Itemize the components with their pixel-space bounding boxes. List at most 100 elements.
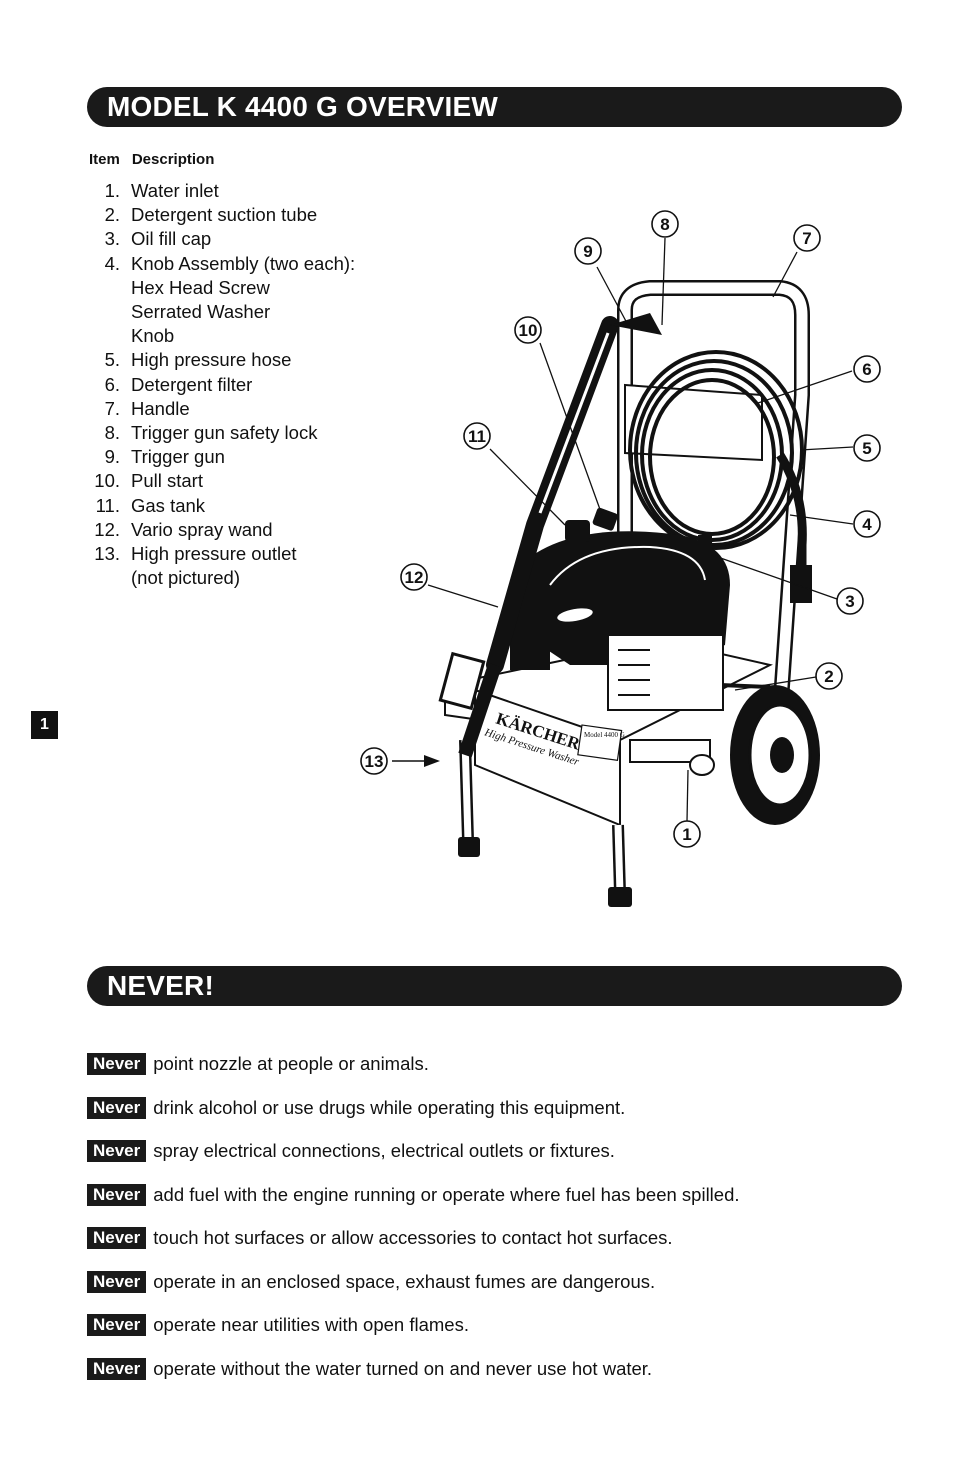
list-item: 8. Trigger gun safety lock <box>89 421 389 445</box>
item-number: 13. <box>94 543 120 565</box>
never-title: NEVER! <box>87 966 902 1006</box>
item-column-header: Item <box>89 151 120 168</box>
list-item: 13. High pressure outlet <box>89 542 389 566</box>
callout-number: 4 <box>862 515 872 534</box>
item-number: 12. <box>94 518 120 540</box>
never-tag: Never <box>87 1314 147 1336</box>
item-number: 10. <box>94 470 120 492</box>
item-number: 3. <box>104 228 120 250</box>
item-description: (not pictured) <box>131 567 240 589</box>
description-column-header: Description <box>131 151 215 168</box>
never-rule-text: operate in an enclosed space, exhaust fu… <box>153 1270 656 1292</box>
callout-4: 4 <box>853 510 881 538</box>
item-description: Knob Assembly (two each): <box>131 252 356 274</box>
item-description: Knob <box>131 325 175 347</box>
never-rule-text: point nozzle at people or animals. <box>153 1053 429 1074</box>
item-number <box>89 566 131 590</box>
callout-number: 12 <box>405 568 424 587</box>
item-number: 11. <box>95 494 120 516</box>
callout-7: 7 <box>793 224 821 252</box>
item-description: Serrated Washer <box>131 301 271 323</box>
never-rule: Never add fuel with the engine running or… <box>87 1183 740 1207</box>
list-item: Knob <box>89 324 389 348</box>
callout-number: 5 <box>862 439 871 458</box>
item-description: Water inlet <box>131 180 219 201</box>
item-number: 8. <box>104 422 120 444</box>
list-item: 7. Handle <box>89 397 389 421</box>
never-tag: Never <box>87 1096 147 1119</box>
never-rule: Never operate in an enclosed space, exhau… <box>87 1270 655 1294</box>
callout-1: 1 <box>673 820 701 848</box>
item-description: Handle <box>131 397 190 419</box>
column-headers: Item Description <box>89 151 226 168</box>
never-tag: Never <box>87 1270 147 1293</box>
callout-number: 7 <box>802 229 811 248</box>
list-item: 9. Trigger gun <box>89 445 389 469</box>
callout-number: 3 <box>845 592 854 611</box>
callout-6: 6 <box>853 355 881 383</box>
item-number <box>89 324 131 348</box>
page-number: 1 <box>31 711 58 739</box>
never-rule: Never touch hot surfaces or allow accesso… <box>87 1226 673 1250</box>
item-description: Hex Head Screw <box>131 276 270 298</box>
never-tag: Never <box>87 1140 147 1162</box>
item-number: 7. <box>104 397 120 419</box>
callout-number: 2 <box>824 667 833 686</box>
model-label: Model 4400 G <box>584 731 625 739</box>
never-rule: Never point nozzle at people or animals. <box>87 1052 429 1076</box>
item-description: Detergent filter <box>131 373 253 395</box>
callout-5: 5 <box>853 434 881 462</box>
list-item: 10. Pull start <box>89 469 389 493</box>
list-item: 12. Vario spray wand <box>89 518 389 542</box>
item-description: High pressure hose <box>131 349 292 371</box>
callout-8: 8 <box>651 210 679 238</box>
item-number: 5. <box>104 349 120 371</box>
never-rule-text: operate without the water turned on and … <box>153 1357 653 1379</box>
item-description: Trigger gun safety lock <box>131 422 318 444</box>
never-tag: Never <box>87 1053 147 1075</box>
callout-13: 13 <box>360 747 388 775</box>
callout-9: 9 <box>574 237 602 265</box>
item-description: Detergent suction tube <box>131 204 318 226</box>
callout-12: 12 <box>400 563 428 591</box>
never-rule: Never drink alcohol or use drugs while op… <box>87 1096 625 1120</box>
list-item: (not pictured) <box>89 566 389 590</box>
never-rule-text: touch hot surfaces or allow accessories … <box>153 1227 673 1248</box>
list-item: 4. Knob Assembly (two each): <box>89 252 389 276</box>
never-rule: Never operate near utilities with open fl… <box>87 1313 469 1337</box>
item-number: 9. <box>104 446 120 468</box>
never-rule: Never operate without the water turned on… <box>87 1357 652 1381</box>
list-item: 5. High pressure hose <box>89 348 389 372</box>
never-tag: Never <box>87 1227 147 1249</box>
item-number: 6. <box>104 373 120 395</box>
callout-10: 10 <box>514 316 542 344</box>
callout-number: 10 <box>519 321 538 340</box>
item-description: Vario spray wand <box>131 518 273 540</box>
item-number: 2. <box>104 204 120 226</box>
callout-2: 2 <box>815 662 843 690</box>
list-item: 3.Oil fill cap <box>89 227 389 251</box>
never-rule-text: spray electrical connections, electrical… <box>153 1140 615 1161</box>
callout-number: 8 <box>660 215 669 234</box>
never-rule-text: drink alcohol or use drugs while operati… <box>153 1096 626 1118</box>
callout-3: 3 <box>836 587 864 615</box>
item-description: Trigger gun <box>131 446 225 468</box>
item-number: 4. <box>104 252 120 274</box>
callout-number: 1 <box>682 825 691 844</box>
never-tag: Never <box>87 1183 147 1206</box>
item-description: High pressure outlet <box>131 543 297 565</box>
list-item: 11.Gas tank <box>89 494 389 518</box>
item-number: 1. <box>104 180 120 201</box>
item-description: Pull start <box>131 470 203 492</box>
pressure-washer-diagram: KÄRCHER High Pressure Washer Model 4400 … <box>360 210 881 907</box>
overview-title: MODEL K 4400 G OVERVIEW <box>87 87 902 127</box>
list-item: 6. Detergent filter <box>89 373 389 397</box>
never-tag: Never <box>87 1357 147 1380</box>
item-number <box>89 276 131 300</box>
never-rule: Never spray electrical connections, elect… <box>87 1139 615 1163</box>
never-rule-text: operate near utilities with open flames. <box>153 1314 469 1335</box>
list-item: Serrated Washer <box>89 300 389 324</box>
callout-number: 6 <box>862 360 871 379</box>
never-rule-text: add fuel with the engine running or oper… <box>153 1183 740 1205</box>
